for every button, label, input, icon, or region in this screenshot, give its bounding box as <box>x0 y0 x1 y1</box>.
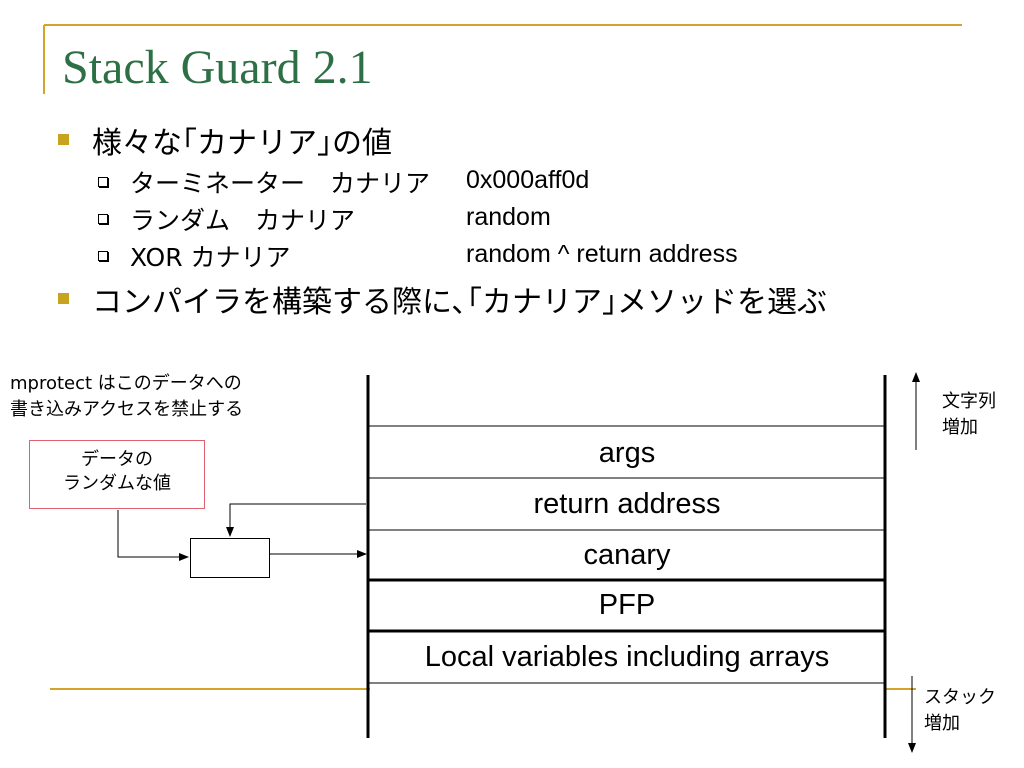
bullet-canary-values: 様々な｢カナリア｣の値 <box>92 126 392 161</box>
xor-operation-box <box>190 538 270 578</box>
sub-bullet-marker-2 <box>98 214 108 224</box>
random-data-line-2: ランダムな値 <box>63 473 171 494</box>
random-data-box <box>29 440 205 509</box>
xor-canary-label: XOR カナリア <box>130 243 291 272</box>
random-canary-label: ランダム カナリア <box>130 206 356 235</box>
sub-bullet-marker-1 <box>98 177 108 187</box>
stack-slot-args: args <box>598 437 656 469</box>
bullet-marker-2 <box>58 293 69 304</box>
stack-growth-label-line-1: スタック <box>924 687 996 708</box>
stack-slot-canary: canary <box>583 539 671 571</box>
terminator-canary-value: 0x000aff0d <box>466 166 590 194</box>
bullet-compiler-choice: コンパイラを構築する際に､｢カナリア｣メソッドを選ぶ <box>92 285 827 320</box>
random-to-xor-arrow <box>117 510 189 561</box>
random-data-label: データの ランダムな値 <box>29 448 205 496</box>
sub-bullet-marker-3 <box>98 251 108 261</box>
slide-title: Stack Guard 2.1 <box>62 41 373 94</box>
random-canary-value: random <box>466 203 551 231</box>
stack-growth-label-line-2: 増加 <box>924 713 960 734</box>
terminator-canary-label: ターミネーター カナリア <box>130 169 431 198</box>
return-address-to-xor-arrow <box>226 503 366 537</box>
random-data-line-1: データの <box>81 449 153 470</box>
string-growth-label-line-1: 文字列 <box>942 391 996 412</box>
mprotect-note-line-1: mprotect はこのデータへの <box>10 373 242 394</box>
xor-canary-value: random ^ return address <box>466 240 738 268</box>
string-growth-label-line-2: 増加 <box>942 417 978 438</box>
stack-slot-return-address: return address <box>533 488 721 520</box>
stack-slot-local-variables: Local variables including arrays <box>424 641 830 673</box>
stack-slot-pfp: PFP <box>598 589 656 621</box>
mprotect-note-line-2: 書き込みアクセスを禁止する <box>10 399 244 420</box>
bullet-marker-1 <box>58 134 69 145</box>
